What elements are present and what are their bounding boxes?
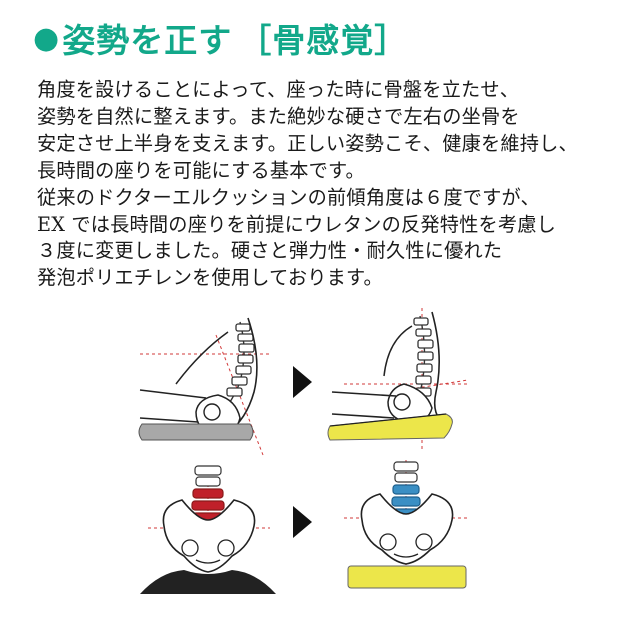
description-line-4: 長時間の座りを可能にする基本です。 <box>37 158 365 182</box>
heading-bracket-close: ］ <box>374 21 409 60</box>
triangle-right-icon <box>293 366 312 398</box>
heading-title: 姿勢を正す <box>62 21 233 60</box>
description-line-5: 従来のドクターエルクッションの前傾角度は６度ですが、 <box>37 185 540 209</box>
section-heading: ● 姿勢を正す ［ 骨感覚 ］ <box>33 14 408 62</box>
description-line-8: 発泡ポリエチレンを使用しております。 <box>37 266 383 290</box>
side-view-flat-cushion <box>138 317 272 456</box>
lumbar-vertebrae-red <box>191 465 225 523</box>
description-line-7: ３度に変更しました。硬さと弾力性・耐久性に優れた <box>37 239 503 263</box>
heading-subtitle: 骨感覚 <box>272 21 375 60</box>
heading-bracket-open: ［ <box>238 21 273 60</box>
triangle-right-icon-2 <box>293 506 312 538</box>
description-line-6: EX では長時間の座りを前提にウレタンの反発特性を考慮し <box>37 212 557 236</box>
slouched-spine <box>221 321 255 413</box>
guide-lines <box>140 334 272 456</box>
yellow-wedge-cushion <box>327 413 453 441</box>
front-view-yellow-cushion <box>344 460 468 589</box>
front-view-black-cushion <box>140 465 276 594</box>
description-text: 角度を設けることによって、座った時に骨盤を立たせ、 姿勢を自然に整えます。また絶… <box>37 77 617 292</box>
description-line-3: 安定させ上半身を支えます。正しい姿勢こそ、健康を維持し、 <box>37 131 578 155</box>
description-line-2: 姿勢を自然に整えます。また絶妙な硬さで左右の坐骨を <box>37 104 520 128</box>
description-line-1: 角度を設けることによって、座った時に骨盤を立たせ、 <box>37 78 520 101</box>
black-cushion <box>140 570 276 594</box>
yellow-cushion <box>347 565 467 589</box>
bullet-icon: ● <box>33 20 61 56</box>
gray-flat-cushion <box>138 423 254 441</box>
side-view-wedge-cushion <box>327 308 470 452</box>
